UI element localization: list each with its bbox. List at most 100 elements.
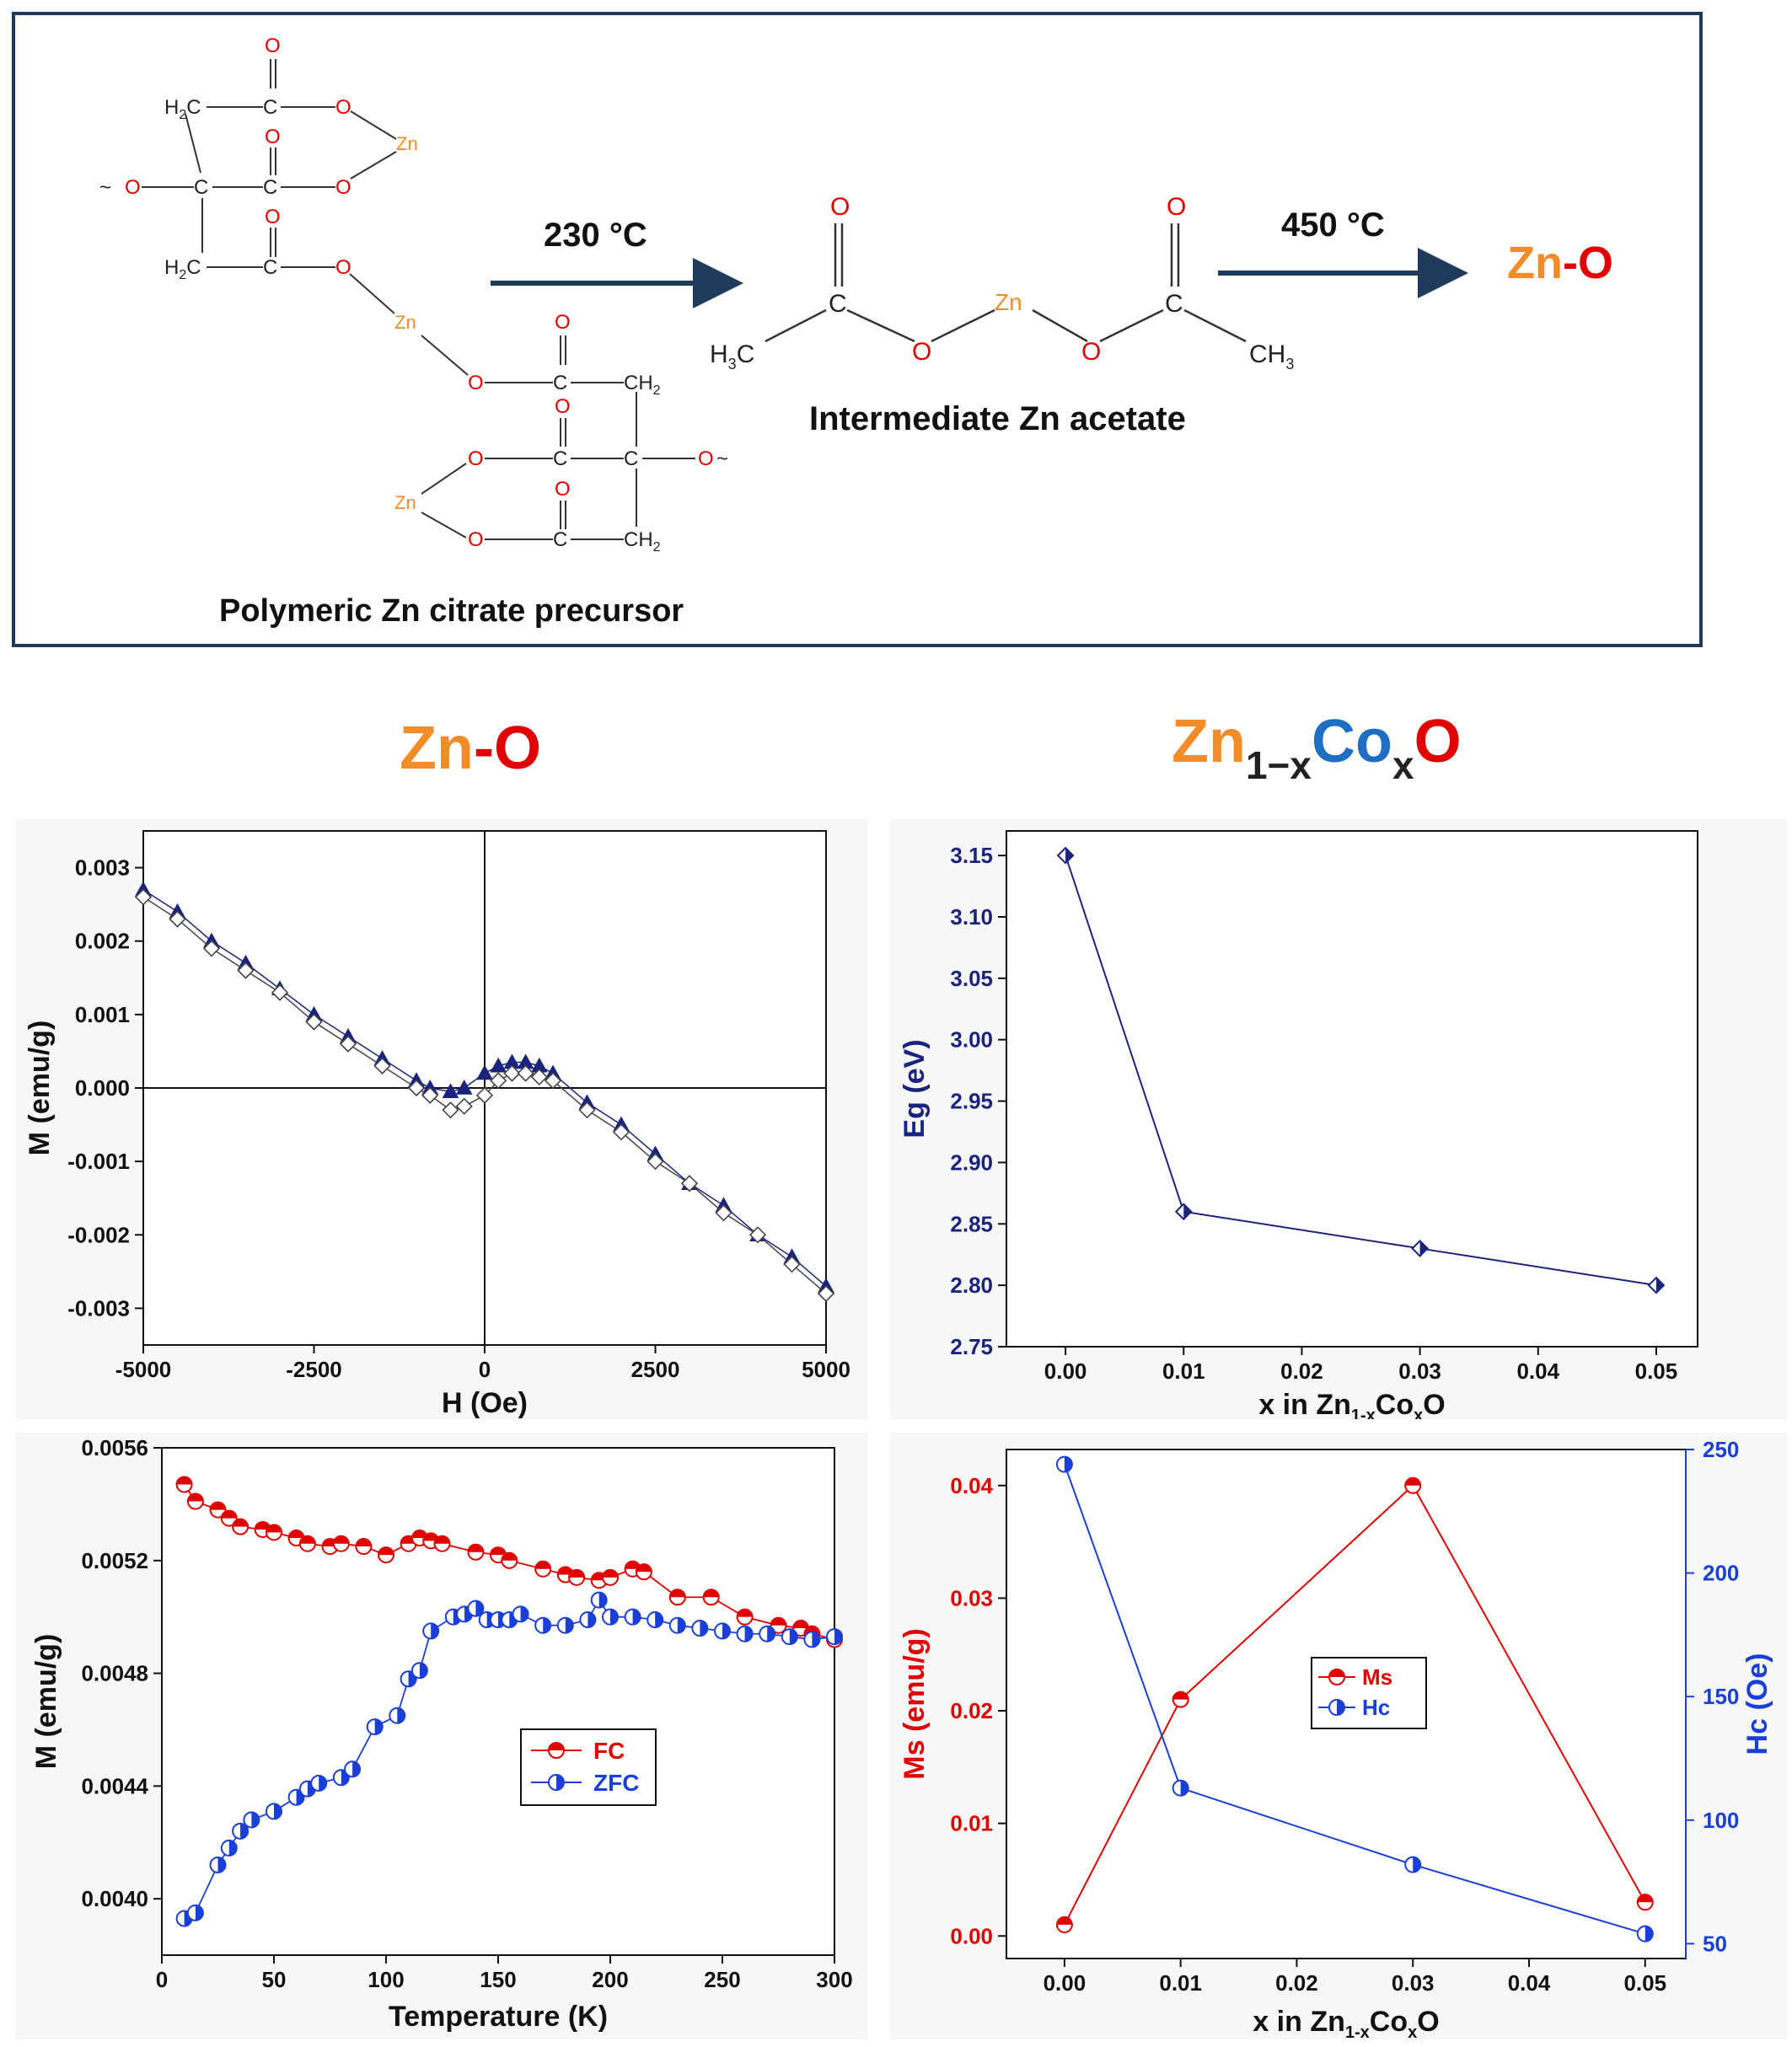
y-tick-label: -0.001 xyxy=(67,1149,130,1174)
y-tick-label: 3.10 xyxy=(950,904,993,930)
data-point xyxy=(305,1013,323,1031)
x-tick-label: 100 xyxy=(368,1967,404,1992)
svg-text:O: O xyxy=(468,372,484,394)
y-axis-label: Ms (emu/g) xyxy=(899,1628,931,1779)
x-tick-label: 0.04 xyxy=(1516,1358,1559,1384)
svg-text:C: C xyxy=(263,256,277,279)
y-tick-label: 2.90 xyxy=(950,1149,993,1175)
data-point xyxy=(287,1788,305,1806)
reaction-scheme: O H2C C O Zn O ~ O C C O O H2C C O Zn xyxy=(99,35,1613,629)
data-point xyxy=(455,1079,473,1095)
data-point xyxy=(534,1616,552,1634)
header-zncoo-sub1: 1−x xyxy=(1245,743,1312,787)
data-point xyxy=(770,1616,787,1634)
x-tick-label: 0.03 xyxy=(1398,1358,1441,1384)
legend-marker xyxy=(548,1742,565,1759)
legend-label: Hc xyxy=(1362,1695,1390,1720)
plot-area xyxy=(1006,830,1698,1348)
svg-text:C: C xyxy=(1165,290,1183,318)
data-point xyxy=(1174,1203,1193,1221)
svg-text:C: C xyxy=(829,290,847,318)
y2-axis-label: Hc (Oe) xyxy=(1741,1653,1773,1755)
data-point xyxy=(1055,1455,1073,1473)
precursor-label: Polymeric Zn citrate precursor xyxy=(219,593,684,629)
data-point xyxy=(781,1628,798,1646)
y-tick-label: 2.95 xyxy=(950,1089,993,1114)
series-eg xyxy=(1056,846,1666,1294)
data-point xyxy=(490,1057,507,1073)
data-point xyxy=(467,1600,485,1617)
svg-text:H2C: H2C xyxy=(164,96,201,122)
x-tick-label: 0.01 xyxy=(1162,1358,1205,1384)
x-tick-label: 0.01 xyxy=(1159,1970,1202,1996)
x-tick-label: 0.05 xyxy=(1635,1358,1678,1384)
data-point xyxy=(512,1605,529,1623)
y-tick-label: 0.0040 xyxy=(81,1886,148,1911)
header-zncoo-co: Co xyxy=(1312,708,1392,775)
series-line xyxy=(1063,1464,1646,1935)
svg-text:C: C xyxy=(263,96,277,119)
svg-text:O: O xyxy=(1167,193,1186,221)
data-point xyxy=(680,1175,699,1192)
data-point xyxy=(759,1625,776,1642)
data-point xyxy=(736,1625,754,1642)
data-point xyxy=(209,1856,227,1873)
x-axis-label: Temperature (K) xyxy=(389,2001,608,2033)
data-point xyxy=(410,1530,428,1547)
x-tick-label: 0.03 xyxy=(1392,1970,1435,1996)
series-line xyxy=(142,896,827,1294)
x-tick-label: 200 xyxy=(592,1967,628,1992)
svg-text:Zn: Zn xyxy=(394,492,416,513)
product-dash: - xyxy=(1563,238,1578,288)
data-point xyxy=(400,1670,417,1688)
data-point xyxy=(332,1535,350,1552)
data-point xyxy=(475,1086,494,1104)
zn-citrate-structure: O H2C C O Zn O ~ O C C O O H2C C O Zn xyxy=(99,35,728,555)
data-point xyxy=(209,1501,227,1519)
y2-tick-label: 250 xyxy=(1703,1437,1739,1462)
svg-text:C: C xyxy=(624,447,638,470)
data-point xyxy=(407,1079,426,1097)
svg-text:Zn: Zn xyxy=(396,133,418,154)
data-point xyxy=(266,1803,282,1820)
legend-marker xyxy=(1328,1669,1345,1685)
svg-text:~: ~ xyxy=(99,176,111,199)
header-zncoo: Zn1−xCoxO xyxy=(1172,708,1462,799)
y-tick-label: 0.02 xyxy=(950,1698,993,1723)
x-tick-label: -5000 xyxy=(115,1357,172,1382)
y-axis-label: M (emu/g) xyxy=(24,1021,56,1156)
data-point xyxy=(373,1057,391,1074)
data-point xyxy=(421,1086,439,1104)
svg-text:O: O xyxy=(912,338,931,366)
y2-tick-label: 50 xyxy=(1703,1931,1727,1956)
svg-text:O: O xyxy=(265,206,281,228)
product-formula: Zn-O xyxy=(1507,238,1613,288)
y-tick-label: 2.80 xyxy=(950,1273,993,1298)
step1-temperature: 230 °C xyxy=(544,217,647,254)
data-point xyxy=(220,1839,238,1857)
data-point xyxy=(783,1256,801,1273)
data-point xyxy=(602,1568,619,1586)
data-point xyxy=(590,1591,608,1609)
legend-box xyxy=(1311,1657,1427,1729)
header-zno: Zn-O xyxy=(400,715,541,782)
data-point xyxy=(612,1123,630,1141)
svg-text:O: O xyxy=(468,528,484,551)
header-zncoo-sub2: x xyxy=(1392,743,1414,787)
legend-label: FC xyxy=(593,1738,625,1764)
x-tick-label: 0.00 xyxy=(1044,1970,1086,1996)
y-tick-label: 0.04 xyxy=(950,1473,993,1498)
legend-label: Ms xyxy=(1362,1664,1392,1690)
svg-text:C: C xyxy=(553,447,567,470)
y-tick-label: 3.05 xyxy=(950,966,993,991)
data-point xyxy=(467,1543,485,1561)
svg-text:CH3: CH3 xyxy=(1249,340,1294,372)
header-zno-zn: Zn xyxy=(400,715,474,782)
header-zno-dash: - xyxy=(473,715,494,782)
data-point xyxy=(736,1608,754,1626)
series-ms xyxy=(1055,1476,1654,1933)
